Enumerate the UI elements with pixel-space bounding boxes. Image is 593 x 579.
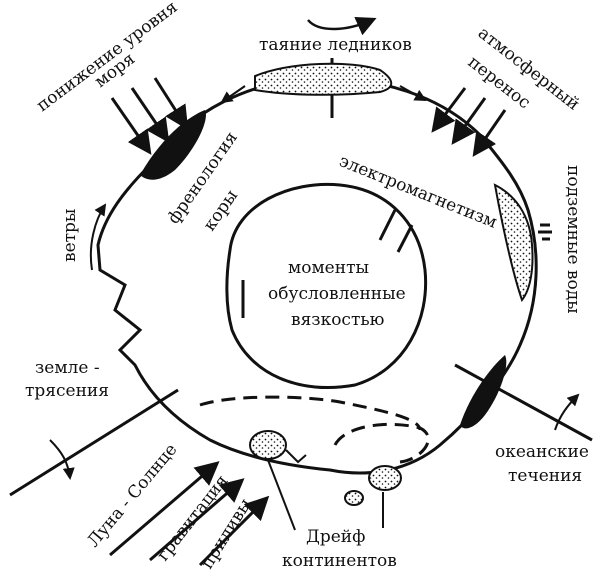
label-quake-2: трясения	[25, 381, 109, 401]
continent-tail	[286, 450, 306, 462]
label-underground-water: подземные воды	[563, 165, 583, 314]
label-ocean-2: течения	[508, 466, 582, 486]
glacier-region	[255, 64, 391, 95]
label-drift-1: Дрейф	[306, 527, 365, 547]
label-moments-2: обусловленные	[268, 284, 406, 304]
label-moments-3: вязкостью	[291, 310, 385, 330]
label-moments-1: моменты	[288, 258, 369, 278]
label-electromagnetism: электромагнетизм	[336, 151, 500, 233]
glacier-flow-right	[400, 86, 425, 100]
label-quake-1: земле -	[35, 358, 100, 378]
label-glacier-melting: таяние ледников	[259, 35, 412, 55]
continent-1	[250, 431, 286, 459]
label-sea-level-1: понижение уровня	[33, 0, 181, 116]
ocean-current-mass	[460, 355, 506, 428]
continent-2	[369, 466, 401, 490]
rotation-arrow	[308, 20, 372, 29]
electromagnetism-mark	[380, 210, 412, 252]
label-sea-level: понижение уровня	[33, 0, 181, 116]
underground-water-region	[495, 185, 533, 300]
label-ocean-1: океанские	[495, 442, 589, 462]
atmospheric-arrows	[435, 88, 505, 152]
drift-pointer-left	[268, 460, 295, 530]
continent-3	[345, 491, 363, 505]
groundwater-drip-icon	[538, 225, 552, 239]
continent-outline-right	[335, 424, 428, 462]
label-drift-2: континентов	[282, 551, 397, 571]
continent-outline-left	[200, 397, 420, 430]
label-winds: ветры	[60, 209, 80, 262]
